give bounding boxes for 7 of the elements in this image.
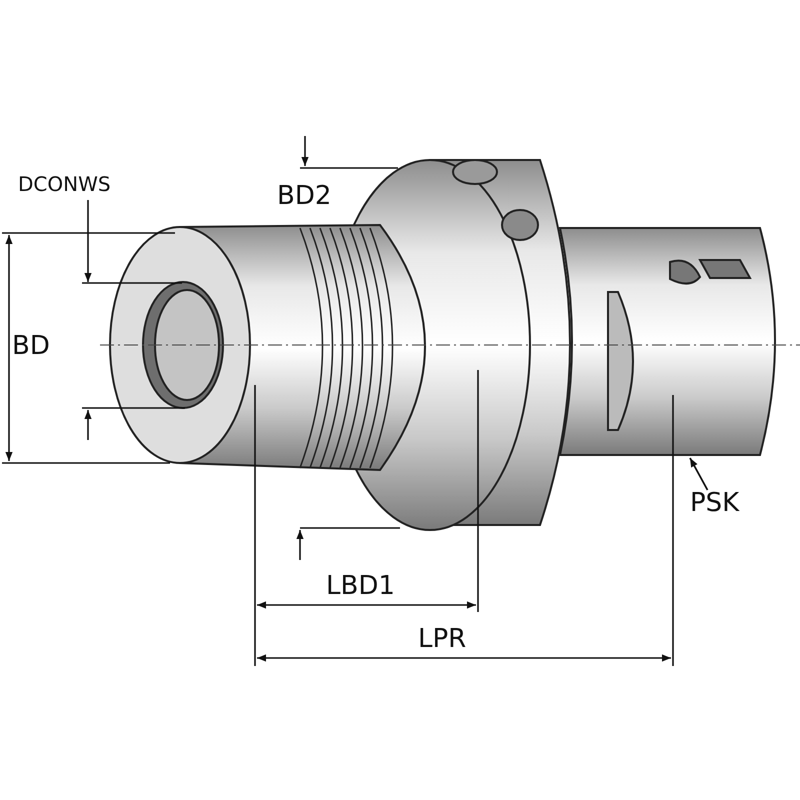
dimension-label: DCONWS <box>18 174 111 194</box>
dimension-label: LBD1 <box>326 573 395 599</box>
dimension-label: LPR <box>418 626 466 652</box>
dimension-label: BD <box>12 333 50 359</box>
dimension-label: BD2 <box>277 183 332 209</box>
leader-line <box>689 458 708 490</box>
part-label: PSK <box>690 490 740 516</box>
